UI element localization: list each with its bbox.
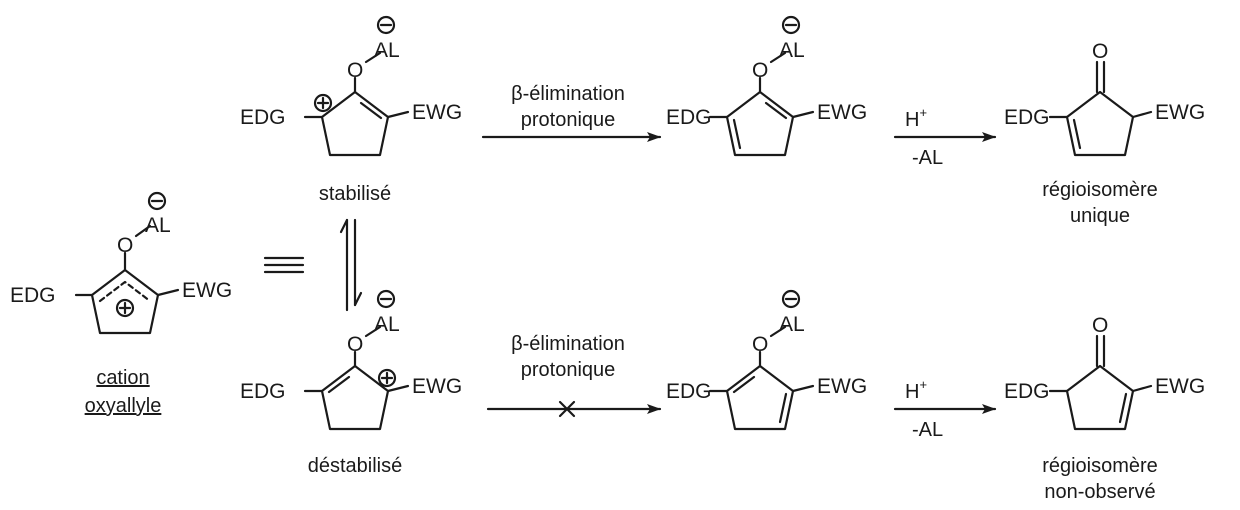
- regio-top-caption-line2: unique: [1070, 205, 1130, 227]
- cation-caption: cation: [96, 367, 149, 389]
- oxygen-label: O: [347, 59, 363, 82]
- stabilized-cation-structure: O AL EDG EWG: [240, 15, 462, 157]
- minus-lewis-acid-label: -AL: [912, 147, 943, 169]
- ewg-label: EWG: [412, 375, 462, 398]
- elimination-label-line1: β-élimination: [511, 333, 625, 355]
- destabilized-caption: déstabilisé: [308, 455, 403, 477]
- edg-label: EDG: [1004, 106, 1050, 129]
- edg-label: EDG: [10, 284, 56, 307]
- oxygen-label: O: [117, 234, 133, 257]
- elimination-label-line1: β-élimination: [511, 83, 625, 105]
- proton-label: H+: [905, 377, 927, 403]
- edg-label: EDG: [1004, 380, 1050, 403]
- ewg-label: EWG: [182, 279, 232, 302]
- regio-bottom-caption-line1: régioisomère: [1042, 455, 1158, 477]
- lewis-acid-label: AL: [374, 39, 400, 62]
- lewis-acid-label: AL: [779, 313, 805, 336]
- ewg-label: EWG: [1155, 101, 1205, 124]
- edg-label: EDG: [666, 380, 712, 403]
- equilibrium-arrows: [339, 218, 363, 312]
- edg-label: EDG: [666, 106, 712, 129]
- lewis-acid-label: AL: [374, 313, 400, 336]
- bottom-enolate-structure: O AL EDG EWG: [666, 289, 867, 431]
- oxyallyle-caption: oxyallyle: [85, 395, 162, 417]
- stabilized-caption: stabilisé: [319, 183, 391, 205]
- ewg-label: EWG: [412, 101, 462, 124]
- ewg-label: EWG: [817, 375, 867, 398]
- ewg-label: EWG: [817, 101, 867, 124]
- lewis-acid-label: AL: [779, 39, 805, 62]
- oxygen-label: O: [752, 59, 768, 82]
- equivalence-sign: [263, 256, 305, 274]
- bottom-blocked-elimination-arrow: [486, 400, 662, 418]
- destabilized-cation-structure: O AL EDG EWG: [240, 289, 462, 431]
- unobserved-regioisomer-structure: O EDG EWG: [1004, 314, 1205, 431]
- edg-label: EDG: [240, 106, 286, 129]
- regio-top-caption-line1: régioisomère: [1042, 179, 1158, 201]
- top-enolate-structure: O AL EDG EWG: [666, 15, 867, 157]
- elimination-label-line2: protonique: [521, 359, 616, 381]
- elimination-label-line2: protonique: [521, 109, 616, 131]
- regio-bottom-caption-line2: non-observé: [1044, 481, 1155, 503]
- ewg-label: EWG: [1155, 375, 1205, 398]
- proton-label: H+: [905, 105, 927, 131]
- oxygen-label: O: [1092, 314, 1108, 337]
- unique-regioisomer-structure: O EDG EWG: [1004, 40, 1205, 157]
- oxygen-label: O: [1092, 40, 1108, 63]
- oxyallyl-cation-structure: O AL EDG EWG: [10, 191, 232, 335]
- lewis-acid-label: AL: [145, 214, 171, 237]
- edg-label: EDG: [240, 380, 286, 403]
- minus-lewis-acid-label: -AL: [912, 419, 943, 441]
- oxygen-label: O: [752, 333, 768, 356]
- oxygen-label: O: [347, 333, 363, 356]
